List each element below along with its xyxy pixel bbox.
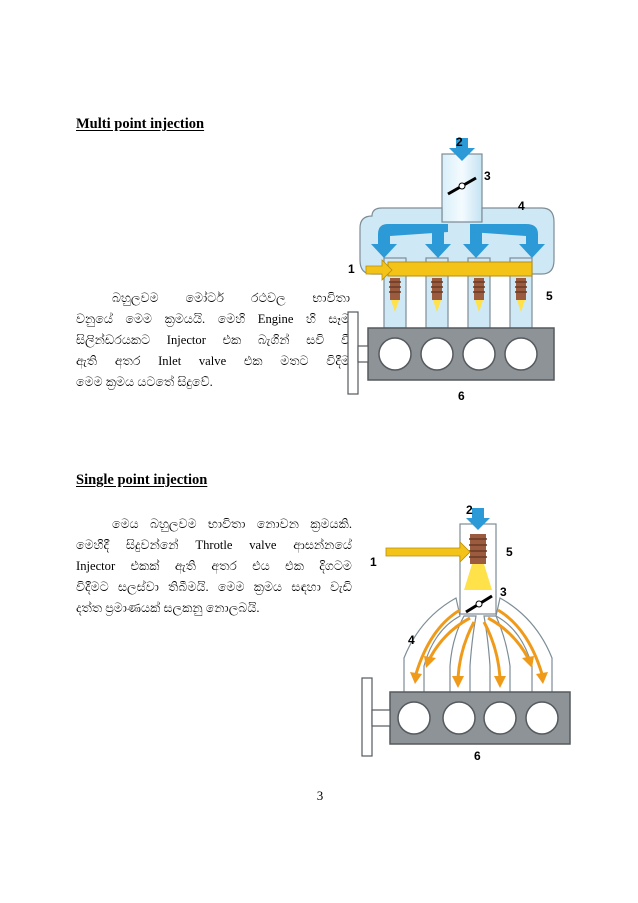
diagram-label: 3 xyxy=(500,585,507,599)
diagram-label: 6 xyxy=(474,749,481,763)
paragraph-line: මෙය බහුලවම භාවිතා නොවන ක්‍රමයකි. xyxy=(112,517,352,531)
diagram-label: 3 xyxy=(484,169,491,183)
airflow-arrows xyxy=(371,138,545,258)
diagram-label: 4 xyxy=(518,199,525,213)
paragraph-line: විදීමට සලස්වා තිබීමයි. මෙම ක්‍රමය සඳහා ව… xyxy=(76,580,352,594)
paragraph-line: බහුලවම මෝටර් රථවල භාවිතා xyxy=(112,291,350,305)
diagram-label: 6 xyxy=(458,389,465,403)
multi-point-injection-diagram: 1 2 3 4 5 6 xyxy=(347,135,555,403)
fuel-inlet-arrow-icon xyxy=(385,541,471,563)
paragraph-line: Injector එකක් ඇති අතර එය එක දිගටම xyxy=(76,559,352,573)
airflow-arrow-icon xyxy=(466,508,490,530)
air-fuel-flow-arrows xyxy=(414,608,544,679)
single-point-injection-diagram: 1 2 3 4 5 6 xyxy=(361,503,571,763)
page-number: 3 xyxy=(316,788,324,803)
multi-point-paragraph: බහුලවම මෝටර් රථවල භාවිතා වනුයේ මෙම ක්‍රම… xyxy=(76,288,350,393)
diagram-label: 4 xyxy=(408,633,415,647)
section-heading-single-point: Single point injection xyxy=(76,472,208,488)
fuel-inlet-arrow-icon xyxy=(365,259,393,281)
paragraph-line: දත්ත ප්‍රමාණයක් සලකනු නොලබයි. xyxy=(76,601,260,615)
fuel-spray xyxy=(464,564,492,590)
injector xyxy=(469,534,487,564)
diagram-label: 5 xyxy=(546,289,553,303)
paragraph-line: මෙහිදී සිදුවන්නේ Throtle valve ආසන්නයේ xyxy=(76,538,352,552)
single-point-paragraph: මෙය බහුලවම භාවිතා නොවන ක්‍රමයකි. මෙහිදී … xyxy=(76,514,352,619)
diagram-label: 5 xyxy=(506,545,513,559)
diagram-label: 2 xyxy=(466,503,473,517)
diagram-label: 1 xyxy=(348,262,355,276)
paragraph-line: සිලින්ඩරයකට Injector එක බැගින් සවි වී xyxy=(76,333,350,347)
paragraph-line: ඇති අතර Inlet valve එක මතට විදීම xyxy=(76,354,350,368)
cylinders xyxy=(397,701,559,735)
flywheel xyxy=(361,677,373,757)
diagram-label: 2 xyxy=(456,135,463,149)
paragraph-line: වනුයේ මෙම ක්‍රමයයි. මෙහි Engine හි සෑම xyxy=(76,312,350,326)
paragraph-line: මෙම ක්‍රමය යටතේ සිදුවේ. xyxy=(76,375,213,389)
diagram-label: 1 xyxy=(370,555,377,569)
fuel-rail xyxy=(387,261,533,277)
injectors xyxy=(389,278,527,312)
cylinders xyxy=(378,337,538,371)
flywheel xyxy=(347,311,359,395)
section-heading-multi-point: Multi point injection xyxy=(76,116,205,132)
